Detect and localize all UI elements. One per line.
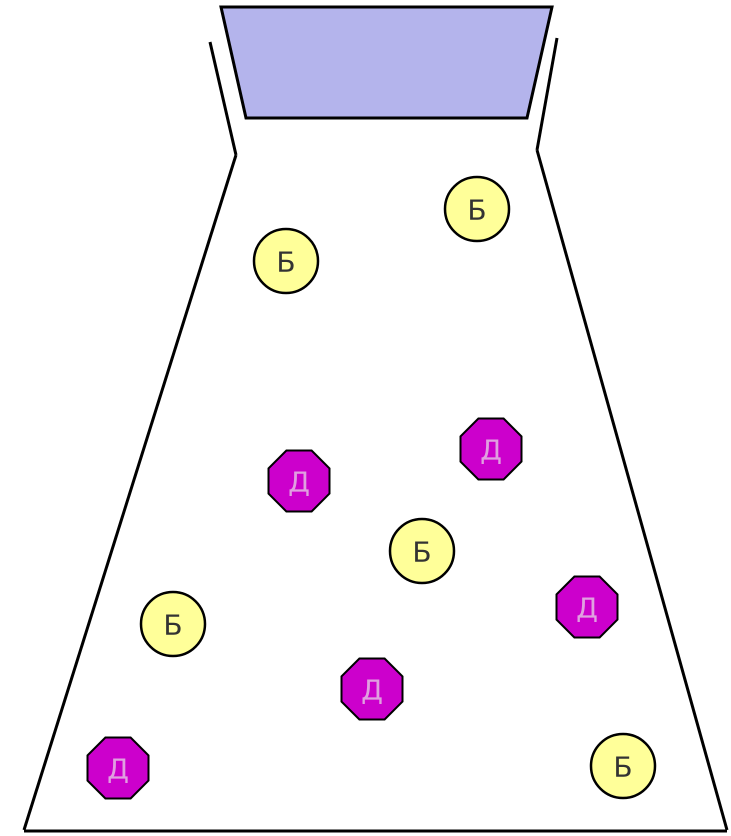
particle-b: Б — [141, 592, 205, 656]
particle-label: Б — [276, 246, 295, 279]
particle-b: Б — [445, 177, 509, 241]
particle-label: Б — [467, 194, 486, 227]
particle-label: Д — [288, 466, 310, 499]
flask-wall-left — [24, 155, 236, 830]
particle-label: Д — [480, 434, 502, 467]
flask-wall-right — [537, 150, 727, 830]
flask-stopper — [221, 7, 552, 118]
particle-d: Д — [269, 451, 330, 512]
particle-d: Д — [461, 419, 522, 480]
particle-label: Д — [576, 592, 598, 625]
particle-d: Д — [88, 738, 149, 799]
particle-d: Д — [342, 659, 403, 720]
particle-label: Б — [163, 609, 182, 642]
particle-b: Б — [591, 734, 655, 798]
particle-label: Д — [361, 674, 383, 707]
particle-label: Д — [107, 753, 129, 786]
particle-b: Б — [254, 229, 318, 293]
particle-label: Б — [613, 751, 632, 784]
particle-label: Б — [412, 536, 431, 569]
particle-b: Б — [390, 519, 454, 583]
particle-d: Д — [557, 577, 618, 638]
